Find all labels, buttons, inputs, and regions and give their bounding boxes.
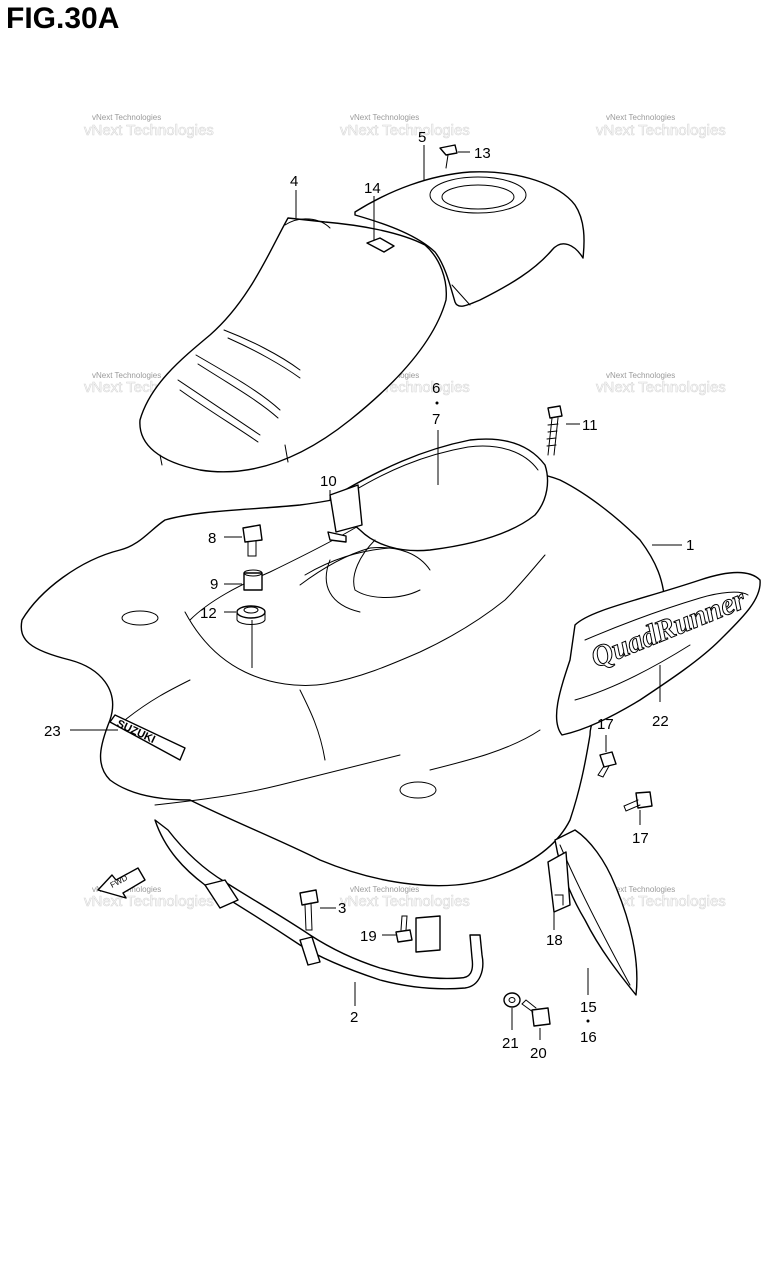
callout-8: 8 <box>208 530 216 547</box>
callout-6: 6 <box>432 380 440 397</box>
callout-16: 16 <box>580 1029 597 1046</box>
part-11-bolt <box>546 405 563 456</box>
part-20-flange-bolt <box>521 999 551 1027</box>
part-15-mud-flap <box>554 829 638 996</box>
part-5-front-cover <box>354 171 585 307</box>
leader-lines <box>70 145 682 1040</box>
callout-dot-6-7 <box>435 401 439 405</box>
callout-12: 12 <box>200 605 217 622</box>
part-4-rear-cover <box>139 217 447 473</box>
part-21-washer <box>503 992 521 1008</box>
part-10-bracket <box>327 484 363 543</box>
watermark-small: vNext Technologies <box>350 113 419 122</box>
callout-17-lower: 17 <box>632 830 649 847</box>
part-17-bolt-lower <box>623 791 653 812</box>
part-13-screw <box>439 144 458 169</box>
part-9-collar <box>243 569 263 591</box>
callout-20: 20 <box>530 1045 547 1062</box>
callout-13: 13 <box>474 145 491 162</box>
callout-22: 22 <box>652 713 669 730</box>
callout-17-upper: 17 <box>597 716 614 733</box>
watermark-small: vNext Technologies <box>606 371 675 380</box>
callout-23: 23 <box>44 723 61 740</box>
figure-title: FIG.30A <box>6 2 120 35</box>
callout-5: 5 <box>418 129 426 146</box>
watermark-big: vNext Technologies <box>84 122 214 139</box>
callout-3: 3 <box>338 900 346 917</box>
watermark-big: vNext Technologies <box>596 122 726 139</box>
callout-19: 19 <box>360 928 377 945</box>
callout-10: 10 <box>320 473 337 490</box>
callout-4: 4 <box>290 173 298 190</box>
callout-7: 7 <box>432 411 440 428</box>
part-8-bolt <box>242 524 263 557</box>
watermark-small: vNext Technologies <box>92 113 161 122</box>
callout-2: 2 <box>350 1009 358 1026</box>
part-17-bolt-upper <box>597 751 617 778</box>
part-3-bolt <box>299 889 319 931</box>
watermark-small: vNext Technologies <box>92 371 161 380</box>
part-7-storage-tray <box>325 438 549 613</box>
watermark-small: vNext Technologies <box>606 113 675 122</box>
watermark-small: vNext Technologies <box>350 885 419 894</box>
part-1-rear-fender <box>20 464 666 887</box>
callout-18: 18 <box>546 932 563 949</box>
watermark-big: vNext Technologies <box>340 893 470 910</box>
watermark-big: vNext Technologies <box>596 379 726 396</box>
part-14-clip <box>366 237 395 253</box>
part-18-bracket <box>547 851 571 913</box>
callout-21: 21 <box>502 1035 519 1052</box>
callout-11: 11 <box>582 417 598 434</box>
watermark-big: vNext Technologies <box>340 122 470 139</box>
watermark-small: vNext Technologies <box>606 885 675 894</box>
callout-dot-15-16 <box>586 1019 590 1023</box>
callout-15: 15 <box>580 999 597 1016</box>
part-19-bolt <box>395 915 413 943</box>
part-2-guard-bar <box>154 819 484 990</box>
callout-1: 1 <box>686 537 694 554</box>
part-12-grommet <box>236 605 266 625</box>
callout-labels: 4 5 13 14 6 7 11 10 8 1 9 12 22 23 17 17… <box>44 129 694 1062</box>
callout-9: 9 <box>210 576 218 593</box>
watermark-big: vNext Technologies <box>596 893 726 910</box>
callout-14: 14 <box>364 180 381 197</box>
forward-direction-arrow: FWD <box>97 867 146 899</box>
watermark-big: vNext Technologies <box>84 893 214 910</box>
